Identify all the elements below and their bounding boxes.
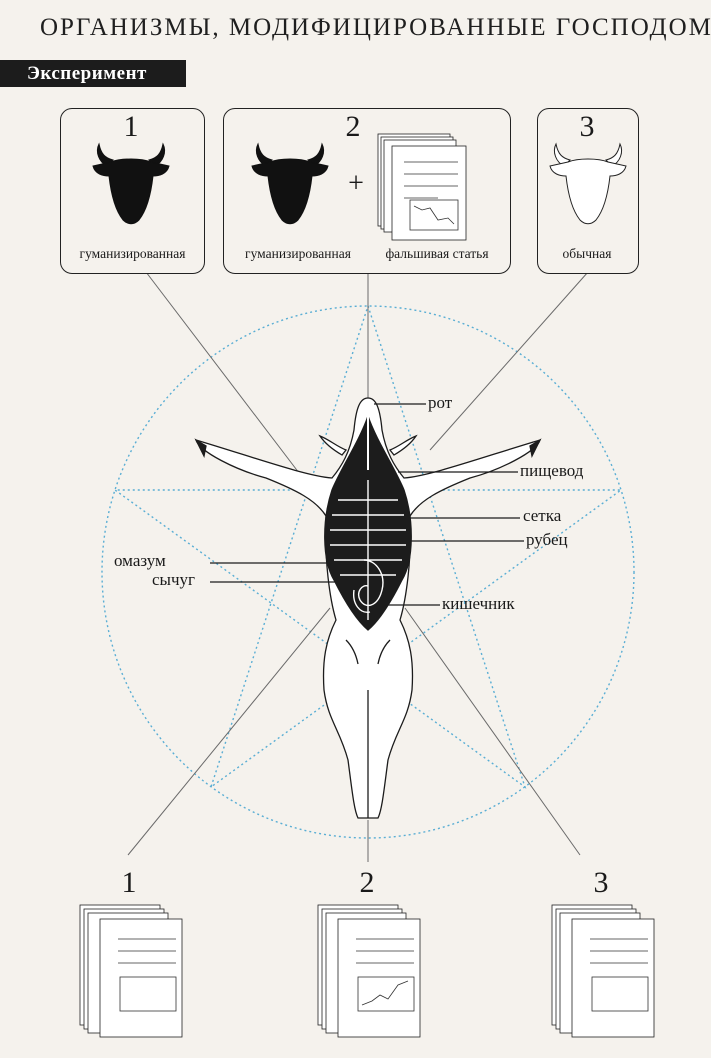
group-caption-3: обычная (562, 246, 612, 261)
horned-head-icon-2 (251, 142, 329, 225)
horned-head-icon-3 (549, 142, 627, 225)
section-tag: Эксперимент (0, 60, 186, 87)
group-number-3: 3 (579, 110, 595, 143)
horned-head-icon-1 (92, 142, 170, 225)
label-esophagus: пищевод (520, 461, 584, 480)
fake-paper-icon (377, 133, 467, 241)
page-title: ОРГАНИЗМЫ, МОДИФИЦИРОВАННЫЕ ГОСПОДОМ (40, 14, 711, 41)
anatomy-leaders (210, 403, 524, 606)
group-caption-2: гуманизированная (245, 246, 351, 261)
result-number-1: 1 (121, 866, 137, 899)
label-rumen: рубец (526, 530, 568, 549)
result-number-3: 3 (593, 866, 609, 899)
result-stack-1 (79, 904, 183, 1038)
label-reticulum: сетка (523, 506, 562, 525)
group-number-2: 2 (345, 110, 361, 143)
cow-body (194, 397, 542, 819)
label-mouth: рот (428, 393, 453, 412)
result-stack-2 (317, 904, 421, 1038)
result-number-2: 2 (359, 866, 375, 899)
label-omasum: омазум (114, 551, 166, 570)
group-caption-2-extra: фальшивая статья (385, 246, 489, 261)
group-box-art (92, 133, 627, 241)
label-abomasum: сычуг (152, 570, 195, 589)
group-caption-1: гуманизированная (79, 246, 186, 261)
label-intestine: кишечник (442, 594, 515, 613)
result-stack-3 (551, 904, 655, 1038)
plus-sign: + (348, 168, 364, 199)
connector-lines (127, 271, 589, 862)
group-number-1: 1 (123, 110, 139, 143)
